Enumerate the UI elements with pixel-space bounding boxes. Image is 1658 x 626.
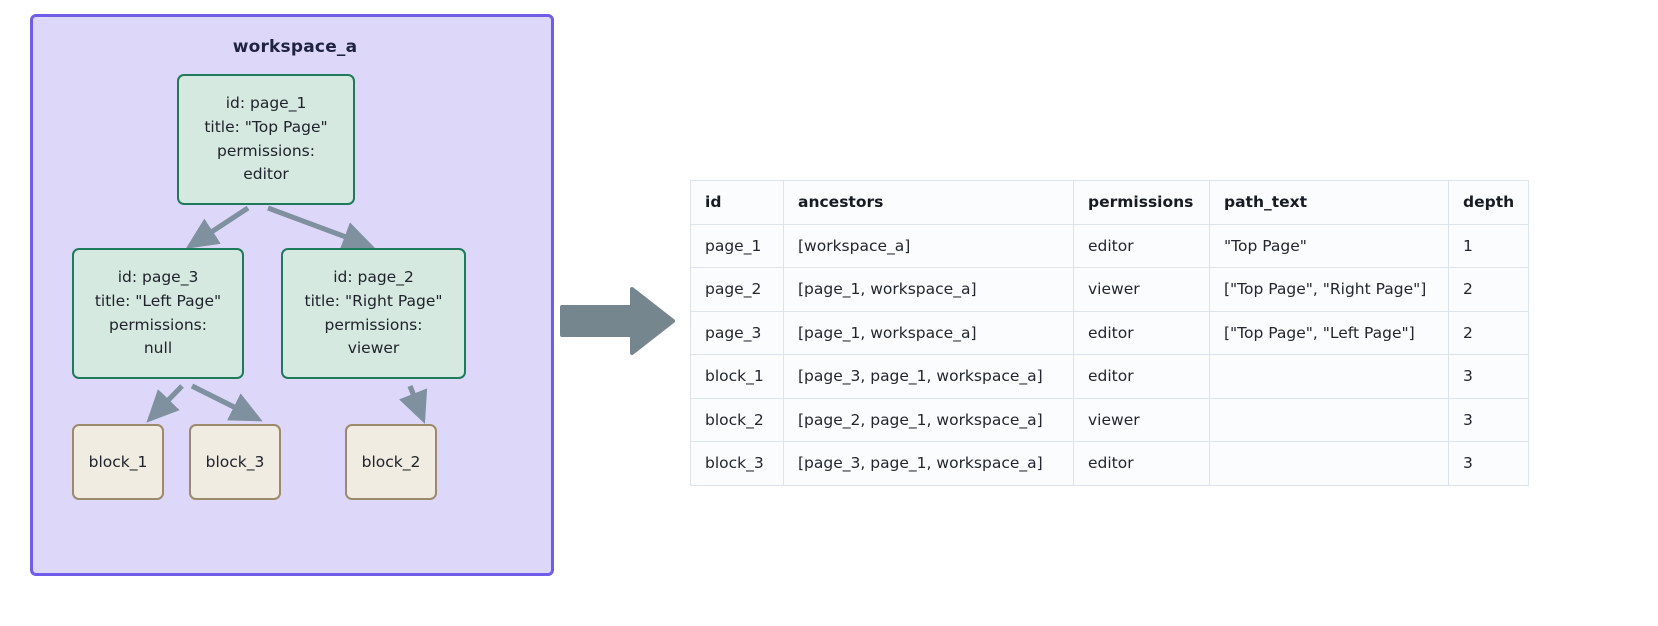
edge-page3-to-block1 [146,384,184,423]
cell-depth: 3 [1447,441,1530,486]
node-block-1-label: block_1 [88,453,148,471]
node-page-1-perm-label: permissions: [217,141,315,160]
node-page-1-perm-value: editor [243,165,289,184]
cell-path-text [1209,397,1449,442]
cell-ancestors: [page_1, workspace_a] [783,267,1074,312]
table-row[interactable]: page_3 [page_1, workspace_a] editor ["To… [690,310,1530,355]
edge-page1-to-page2 [267,205,375,251]
node-page-3-title: title: "Left Page" [94,291,222,310]
cell-id: block_1 [690,354,784,399]
cell-ancestors: [page_1, workspace_a] [783,310,1074,355]
node-block-1[interactable]: block_1 [72,424,164,500]
cell-depth: 1 [1447,223,1530,268]
node-page-2-perm-value: viewer [347,339,400,358]
node-page-2-perm-label: permissions: [324,315,423,334]
cell-depth: 2 [1447,267,1530,312]
cell-permissions: editor [1073,310,1210,355]
column-header-ancestors[interactable]: ancestors [783,180,1074,225]
node-page-3-perm-value: null [143,339,173,358]
result-table: id ancestors permissions path_text depth… [690,180,1530,486]
node-page-1-title: title: "Top Page" [204,117,328,136]
cell-permissions: editor [1073,441,1210,486]
cell-ancestors: [page_3, page_1, workspace_a] [783,354,1074,399]
table-row[interactable]: page_2 [page_1, workspace_a] viewer ["To… [690,267,1530,312]
table-row[interactable]: block_3 [page_3, page_1, workspace_a] ed… [690,441,1530,486]
edge-page1-to-page3 [185,205,250,249]
cell-id: page_2 [690,267,784,312]
node-page-3-perm-label: permissions: [109,315,207,334]
column-header-permissions[interactable]: permissions [1073,180,1210,225]
table-row[interactable]: block_2 [page_2, page_1, workspace_a] vi… [690,397,1530,442]
cell-permissions: editor [1073,354,1210,399]
cell-path-text: ["Top Page", "Right Page"] [1209,267,1449,312]
cell-id: page_3 [690,310,784,355]
table-body: page_1 [workspace_a] editor "Top Page" 1… [690,223,1530,486]
cell-permissions: viewer [1073,267,1210,312]
cell-permissions: viewer [1073,397,1210,442]
table-row[interactable]: page_1 [workspace_a] editor "Top Page" 1 [690,223,1530,268]
cell-path-text [1209,354,1449,399]
right-arrow-icon [560,287,675,355]
node-page-2-id: id: page_2 [333,268,414,287]
cell-path-text: ["Top Page", "Left Page"] [1209,310,1449,355]
table-header-row: id ancestors permissions path_text depth [690,180,1530,225]
tree-edges-layer [146,205,428,424]
cell-depth: 3 [1447,397,1530,442]
cell-id: block_2 [690,397,784,442]
edge-page2-to-block2 [399,385,428,424]
node-block-2[interactable]: block_2 [345,424,437,500]
edge-page3-to-block3 [190,383,263,422]
column-header-id[interactable]: id [690,180,784,225]
node-page-1-id: id: page_1 [225,94,307,113]
table-row[interactable]: block_1 [page_3, page_1, workspace_a] ed… [690,354,1530,399]
node-block-2-label: block_2 [361,453,421,471]
node-block-3[interactable]: block_3 [189,424,281,500]
cell-ancestors: [workspace_a] [783,223,1074,268]
cell-depth: 3 [1447,354,1530,399]
cell-depth: 2 [1447,310,1530,355]
node-block-3-label: block_3 [205,453,265,471]
node-page-1[interactable]: id: page_1 title: "Top Page" permissions… [177,74,355,205]
node-page-3-id: id: page_3 [117,268,199,287]
cell-ancestors: [page_3, page_1, workspace_a] [783,441,1074,486]
cell-path-text: "Top Page" [1209,223,1449,268]
cell-permissions: editor [1073,223,1210,268]
workspace-title: workspace_a [232,37,358,57]
node-page-3[interactable]: id: page_3 title: "Left Page" permission… [72,248,244,379]
node-page-2[interactable]: id: page_2 title: "Right Page" permissio… [281,248,466,379]
table-head: id ancestors permissions path_text depth [690,180,1530,225]
node-page-2-title: title: "Right Page" [304,291,443,310]
cell-id: block_3 [690,441,784,486]
cell-ancestors: [page_2, page_1, workspace_a] [783,397,1074,442]
cell-id: page_1 [690,223,784,268]
column-header-path-text[interactable]: path_text [1209,180,1449,225]
cell-path-text [1209,441,1449,486]
column-header-depth[interactable]: depth [1447,180,1530,225]
